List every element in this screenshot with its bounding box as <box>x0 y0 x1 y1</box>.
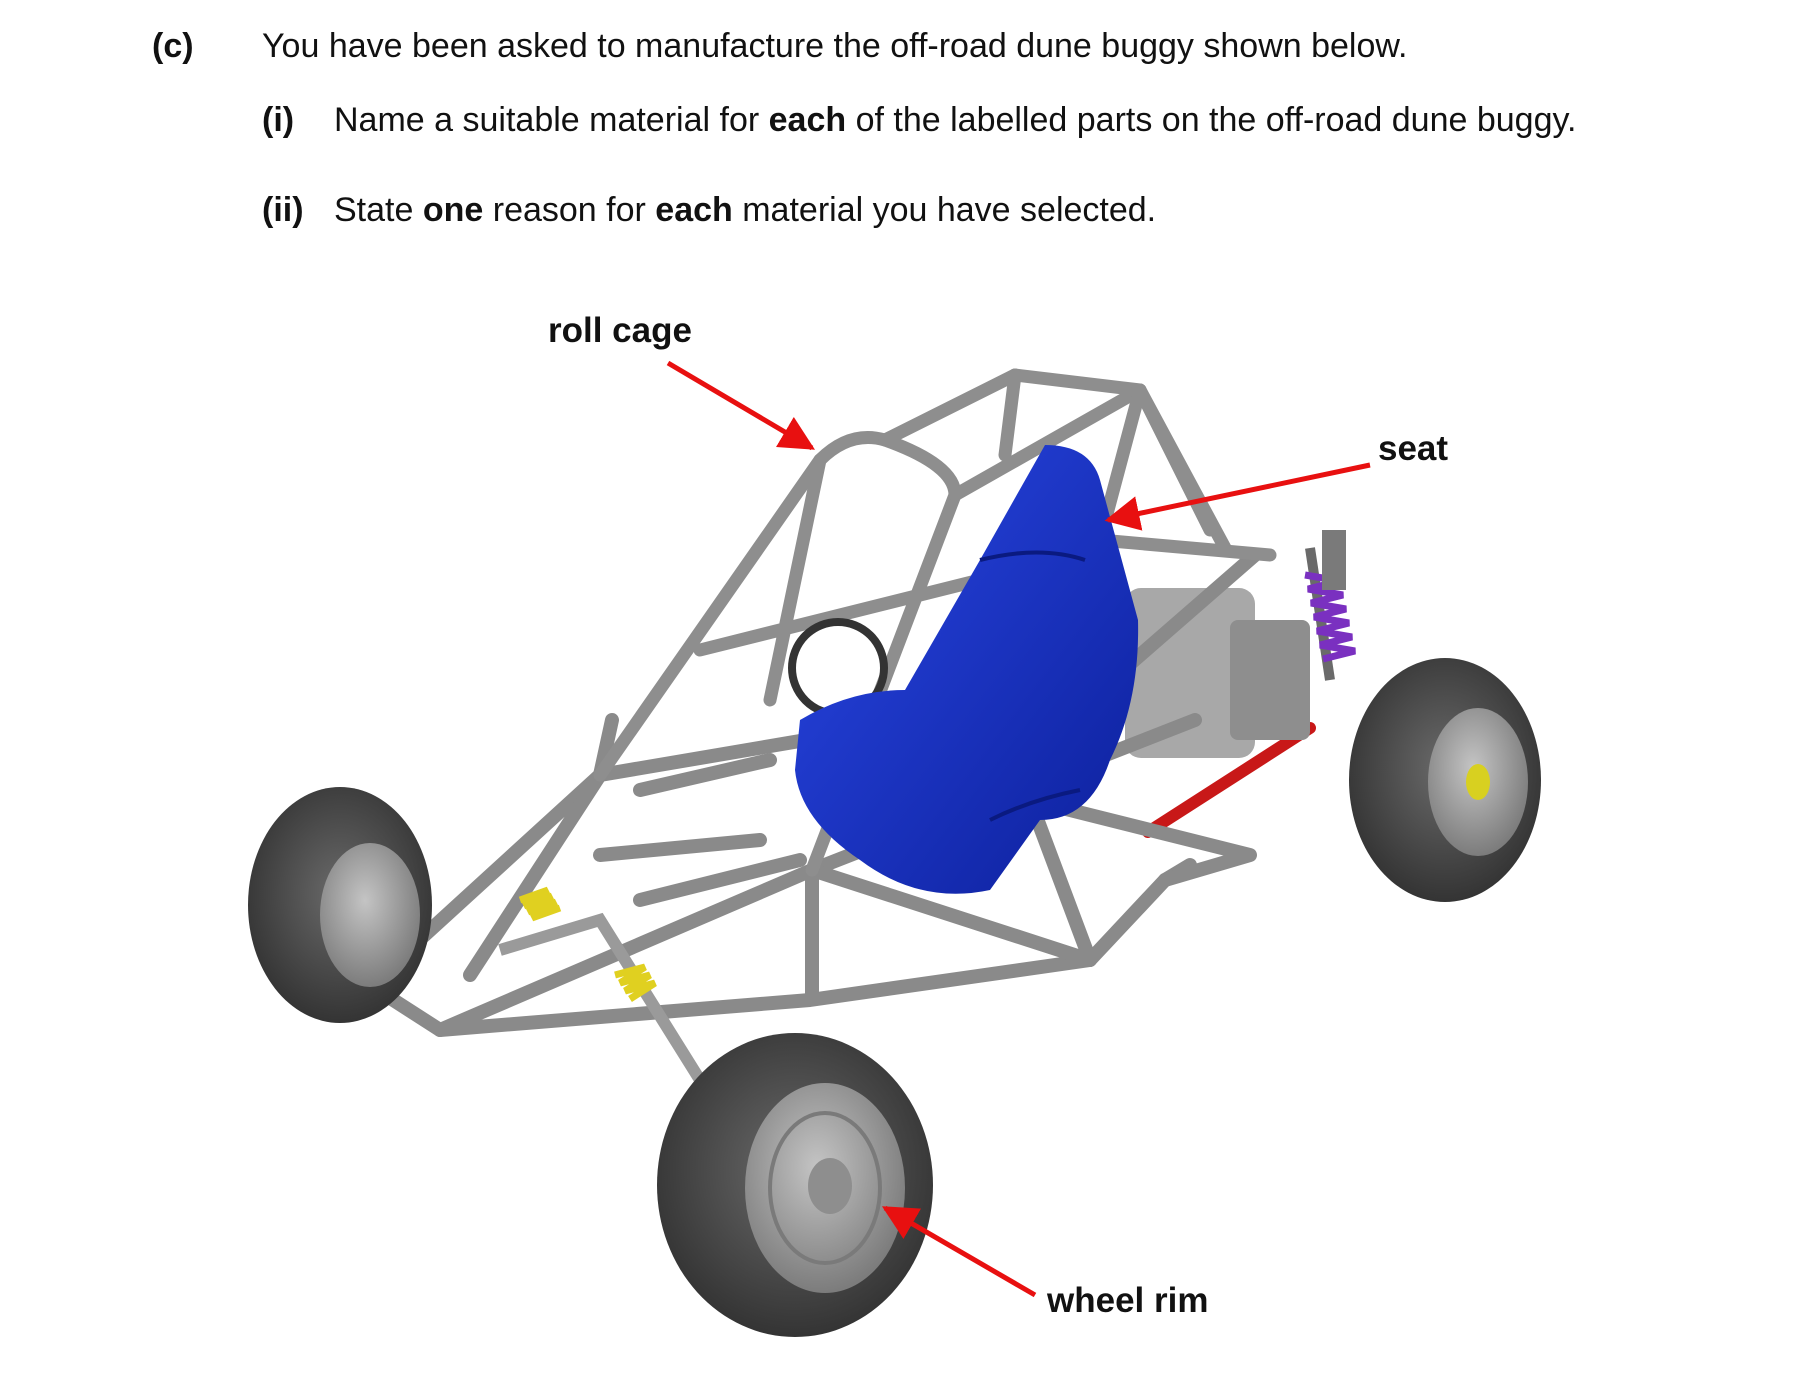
frame-floor-rear <box>1023 793 1257 887</box>
subquestion-ii-bold-each: each <box>655 191 733 229</box>
rear-right-wheel <box>1349 658 1541 902</box>
roll-cage-roof-left <box>878 368 1022 447</box>
rear-right-hub <box>1466 764 1490 800</box>
roll-cage-label: roll cage <box>548 311 692 350</box>
subquestion-ii-bold-one: one <box>422 191 484 229</box>
frame-front-cross <box>593 833 807 907</box>
roll-cage-rear-diagonal <box>1133 383 1217 537</box>
subquestion-ii-text-3: material you have selected. <box>732 191 1157 229</box>
front-spring-right <box>614 963 657 1002</box>
front-left-wheel <box>248 787 432 1023</box>
front-spring-left <box>518 886 562 922</box>
subquestion-i-text-2: of the labelled parts on the off-road du… <box>846 101 1577 139</box>
roll-cage-rear-cross <box>1093 533 1277 562</box>
seat-shape <box>795 445 1139 894</box>
front-wishbone <box>498 912 706 1084</box>
subquestion-ii-text-2: reason for <box>483 191 656 229</box>
frame-floor-brace <box>805 863 1097 967</box>
seat-arrow <box>1104 462 1371 531</box>
engine-side <box>1230 620 1310 740</box>
frame-floor-cross <box>1023 793 1097 967</box>
subquestion-i-text: Name a suitable material for each of the… <box>334 98 1576 142</box>
rear-shock-mount <box>1322 530 1346 590</box>
front-right-rim-ring <box>768 1111 882 1265</box>
question-intro: You have been asked to manufacture the o… <box>262 27 1408 65</box>
engine-body <box>1125 588 1255 758</box>
front-right-hub <box>808 1158 852 1214</box>
front-suspension <box>498 886 706 1084</box>
subquestion-i-label: (i) <box>262 101 295 139</box>
rear-shock-absorber <box>1304 530 1356 681</box>
roll-cage-roof-right <box>948 383 1147 502</box>
subquestion-i-bold-each: each <box>768 101 847 139</box>
rear-spring <box>1304 571 1356 663</box>
wheel-rim-arrow <box>881 1205 1037 1298</box>
subquestion-ii-label: (ii) <box>262 191 304 229</box>
front-left-rim <box>320 843 420 987</box>
seat-seam <box>979 550 1086 562</box>
subquestion-i-text-1: Name a suitable material for <box>334 101 769 139</box>
roll-cage-arrow <box>666 360 816 451</box>
roll-cage <box>593 368 1277 877</box>
seat-body <box>795 445 1139 894</box>
wheel-rim-label: wheel rim <box>1046 1281 1208 1320</box>
seat-cushion-seam <box>989 788 1081 822</box>
subquestion-ii-text-1: State <box>334 191 423 229</box>
question-part-label: (c) <box>152 27 194 65</box>
front-right-wheel <box>657 1033 933 1337</box>
seat-label: seat <box>1378 429 1448 468</box>
rear-cross-bar <box>1142 722 1316 838</box>
engine-block <box>1125 588 1310 758</box>
subquestion-ii-text: State one reason for each material you h… <box>334 188 1156 232</box>
frame-front-tie <box>633 753 777 797</box>
